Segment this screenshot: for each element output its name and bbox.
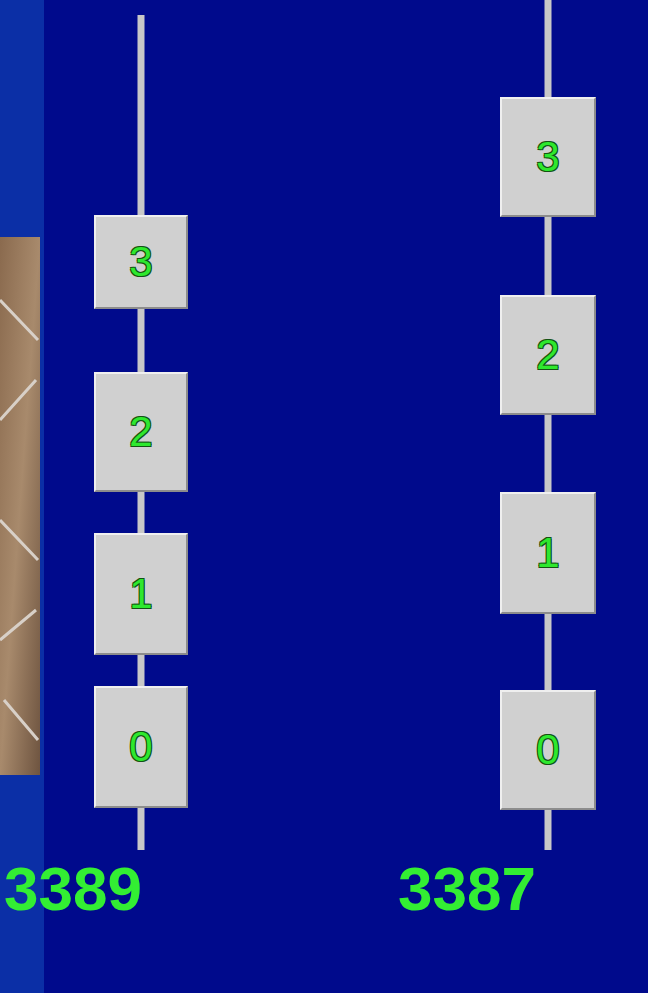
digit-box: 3: [94, 215, 188, 309]
digit-box: 0: [94, 686, 188, 808]
digit-label: 2: [536, 334, 559, 376]
digit-box: 0: [500, 690, 596, 810]
digit-label: 1: [129, 573, 152, 615]
rod-segment: [138, 655, 145, 686]
digit-label: 2: [129, 411, 152, 453]
rod-segment: [545, 415, 552, 492]
rod-segment: [545, 217, 552, 295]
digit-label: 1: [536, 532, 559, 574]
rod-segment: [545, 614, 552, 690]
digit-box: 2: [500, 295, 596, 415]
side-band: [0, 0, 44, 993]
rod-end: [138, 15, 145, 216]
digit-box: 1: [500, 492, 596, 614]
photo-detail: [0, 300, 38, 740]
digit-box: 3: [500, 97, 596, 217]
digit-label: 0: [129, 726, 152, 768]
rod-end: [138, 806, 145, 850]
frequency-number: 3389: [4, 858, 142, 920]
digit-label: 0: [536, 729, 559, 771]
digit-box: 2: [94, 372, 188, 492]
digit-box: 1: [94, 533, 188, 655]
rod-segment: [138, 309, 145, 372]
rod-end: [545, 808, 552, 850]
rod-end: [545, 0, 552, 98]
photo-strip: [0, 237, 40, 775]
digit-label: 3: [536, 136, 559, 178]
rod-segment: [138, 492, 145, 533]
frequency-number: 3387: [398, 858, 536, 920]
digit-label: 3: [129, 241, 152, 283]
